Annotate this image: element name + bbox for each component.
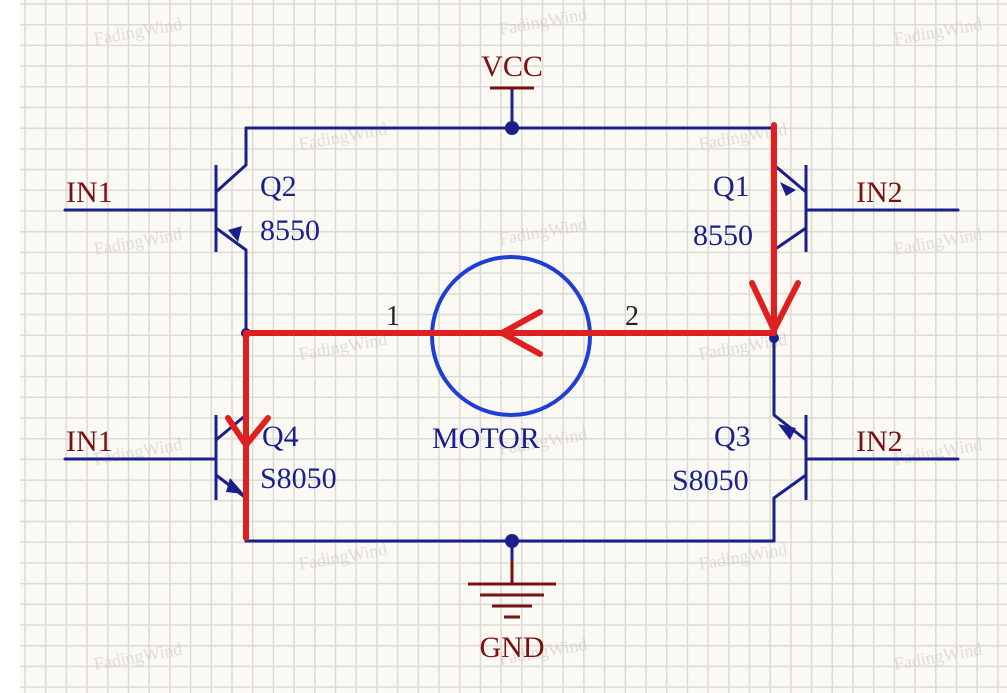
transistor-emitter	[773, 473, 807, 500]
input-label-in2-bottom: IN2	[856, 425, 903, 458]
motor-pin2-label: 2	[625, 301, 639, 332]
vcc-label: VCC	[481, 50, 543, 83]
transistor-q3	[773, 413, 808, 500]
gnd-symbol	[468, 560, 556, 619]
q1-ref-label: Q1	[713, 170, 750, 203]
labels: VCC GND IN1 IN2 IN1 IN2 Q2 8550 Q1 8550 …	[66, 50, 903, 664]
transistor-arrow	[228, 226, 242, 242]
current-arrow-down-left	[225, 415, 271, 448]
motor-label: MOTOR	[432, 422, 540, 455]
transistor-q4	[214, 413, 247, 500]
grid	[20, 0, 1007, 693]
input-label-in1-bottom: IN1	[66, 425, 113, 458]
q4-ref-label: Q4	[262, 420, 299, 453]
current-arrow-down-right	[749, 280, 801, 333]
transistor-q2	[214, 163, 248, 252]
gnd-label: GND	[480, 631, 545, 664]
transistor-collector	[773, 226, 807, 252]
transistor-emitter	[773, 163, 807, 194]
q3-part-label: S8050	[672, 464, 749, 497]
transistor-arrow	[226, 478, 244, 494]
input-label-in2-top: IN2	[856, 176, 903, 209]
q2-ref-label: Q2	[260, 170, 297, 203]
transistor-collector	[215, 226, 247, 252]
transistor-q1	[773, 163, 808, 252]
q3-ref-label: Q3	[714, 420, 751, 453]
junction-dot	[505, 121, 519, 135]
transistor-emitter	[214, 163, 248, 194]
transistors	[214, 163, 808, 500]
current-path	[225, 122, 801, 541]
transistor-arrow	[780, 182, 796, 196]
transistor-arrow	[778, 424, 796, 440]
q1-part-label: 8550	[693, 219, 753, 252]
current-arrow-left	[499, 309, 543, 357]
motor-pin1-label: 1	[386, 301, 400, 332]
junction-dot	[505, 534, 519, 548]
input-label-in1-top: IN1	[66, 176, 113, 209]
q2-part-label: 8550	[260, 214, 320, 247]
q4-part-label: S8050	[260, 462, 337, 495]
